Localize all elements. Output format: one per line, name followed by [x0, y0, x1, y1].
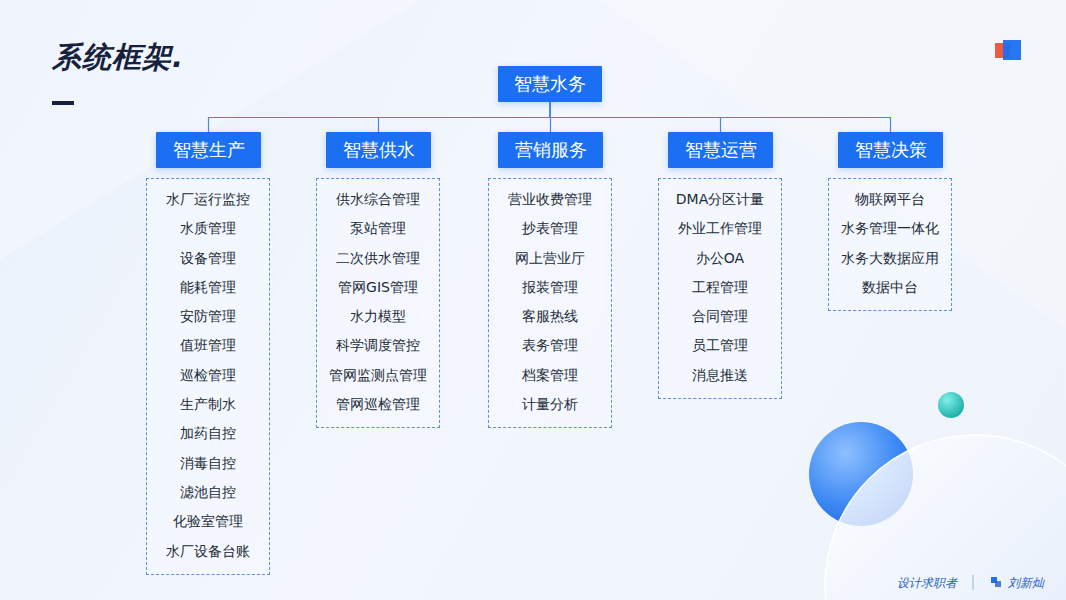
- list-item: 生产制水: [151, 390, 265, 419]
- list-item: 营业收费管理: [493, 185, 607, 214]
- list-item: 网上营业厅: [493, 244, 607, 273]
- category-box: 营销服务: [498, 132, 603, 168]
- item-list-box: 营业收费管理抄表管理网上营业厅报装管理客服热线表务管理档案管理计量分析: [488, 178, 612, 428]
- list-item: 水务大数据应用: [833, 244, 947, 273]
- category-box: 智慧生产: [156, 132, 261, 168]
- tree-connector: [550, 102, 891, 132]
- item-list-box: 物联网平台水务管理一体化水务大数据应用数据中台: [828, 178, 952, 311]
- category-box: 智慧运营: [668, 132, 773, 168]
- list-item: 水厂设备台账: [151, 537, 265, 566]
- list-item: 科学调度管控: [321, 331, 435, 360]
- list-item: 合同管理: [663, 302, 777, 331]
- box-label: 智慧决策: [855, 138, 927, 162]
- list-item: 外业工作管理: [663, 214, 777, 243]
- item-list-box: 水厂运行监控水质管理设备管理能耗管理安防管理值班管理巡检管理生产制水加药自控消毒…: [146, 178, 270, 575]
- teal-sphere: [938, 392, 964, 418]
- box-label: 智慧水务: [514, 72, 586, 96]
- footer-label: 设计求职者: [897, 575, 957, 592]
- list-item: 供水综合管理: [321, 185, 435, 214]
- list-item: 数据中台: [833, 273, 947, 302]
- list-item: 管网监测点管理: [321, 361, 435, 390]
- list-item: 设备管理: [151, 244, 265, 273]
- box-label: 智慧供水: [343, 138, 415, 162]
- list-item: DMA分区计量: [663, 185, 777, 214]
- list-item: 工程管理: [663, 273, 777, 302]
- category-box: 智慧决策: [838, 132, 943, 168]
- footer-divider: [973, 575, 974, 590]
- title-bar: [52, 101, 74, 105]
- list-item: 化验室管理: [151, 507, 265, 536]
- box-label: 智慧生产: [173, 138, 245, 162]
- list-item: 消息推送: [663, 361, 777, 390]
- box-label: 营销服务: [515, 138, 587, 162]
- list-item: 客服热线: [493, 302, 607, 331]
- list-item: 滤池自控: [151, 478, 265, 507]
- list-item: 员工管理: [663, 331, 777, 360]
- list-item: 值班管理: [151, 331, 265, 360]
- list-item: 管网GIS管理: [321, 273, 435, 302]
- footer-label: 刘新灿: [1008, 575, 1044, 592]
- root-box: 智慧水务: [498, 66, 602, 102]
- list-item: 报装管理: [493, 273, 607, 302]
- corner-icon: [1003, 40, 1021, 60]
- list-item: 能耗管理: [151, 273, 265, 302]
- list-item: 二次供水管理: [321, 244, 435, 273]
- list-item: 计量分析: [493, 390, 607, 419]
- list-item: 抄表管理: [493, 214, 607, 243]
- tree-connector: [379, 102, 551, 132]
- list-item: 加药自控: [151, 419, 265, 448]
- page-title: 系统框架.: [52, 38, 184, 78]
- list-item: 水质管理: [151, 214, 265, 243]
- list-item: 泵站管理: [321, 214, 435, 243]
- list-item: 办公OA: [663, 244, 777, 273]
- glass-circle: [825, 435, 1066, 600]
- footer-icon: [995, 581, 1001, 587]
- list-item: 消毒自控: [151, 449, 265, 478]
- list-item: 档案管理: [493, 361, 607, 390]
- list-item: 巡检管理: [151, 361, 265, 390]
- tree-connector: [209, 102, 551, 132]
- category-box: 智慧供水: [326, 132, 431, 168]
- item-list-box: 供水综合管理泵站管理二次供水管理管网GIS管理水力模型科学调度管控管网监测点管理…: [316, 178, 440, 428]
- list-item: 物联网平台: [833, 185, 947, 214]
- box-label: 智慧运营: [685, 138, 757, 162]
- list-item: 水厂运行监控: [151, 185, 265, 214]
- item-list-box: DMA分区计量外业工作管理办公OA工程管理合同管理员工管理消息推送: [658, 178, 782, 399]
- list-item: 水务管理一体化: [833, 214, 947, 243]
- list-item: 管网巡检管理: [321, 390, 435, 419]
- list-item: 表务管理: [493, 331, 607, 360]
- list-item: 水力模型: [321, 302, 435, 331]
- list-item: 安防管理: [151, 302, 265, 331]
